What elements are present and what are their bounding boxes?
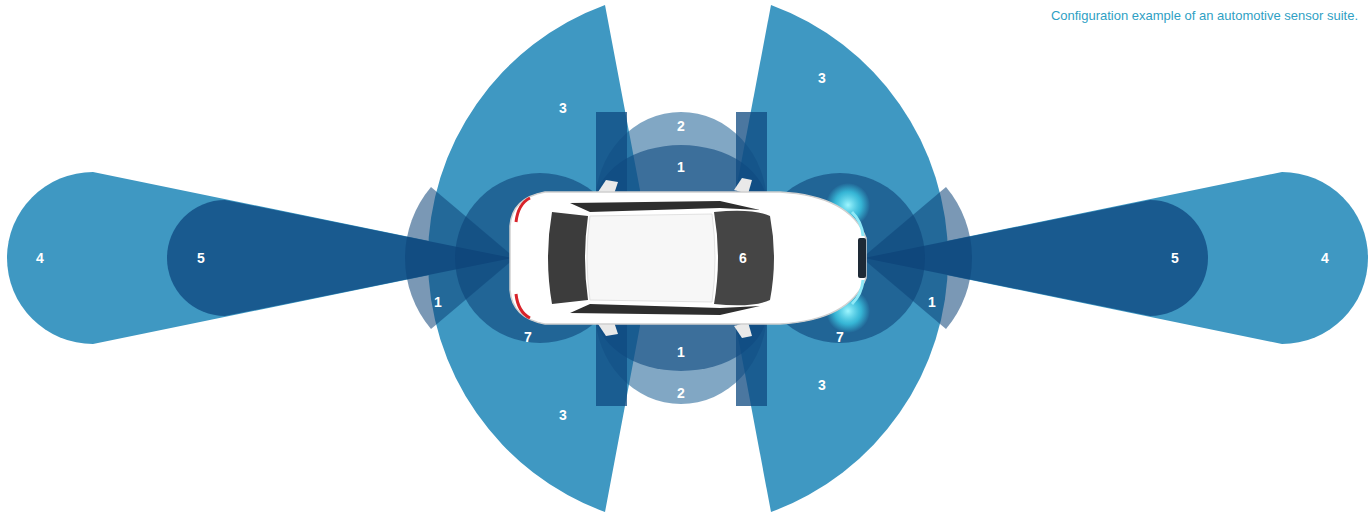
callout-number: 3	[559, 408, 567, 422]
side-sensor-beam	[736, 324, 767, 406]
callout-number: 1	[677, 160, 685, 174]
callout-number: 3	[559, 101, 567, 115]
callout-number: 3	[818, 378, 826, 392]
callout-number: 7	[836, 330, 844, 344]
callout-number: 2	[677, 119, 685, 133]
callout-number: 1	[434, 295, 442, 309]
callout-number: 4	[36, 251, 44, 265]
callout-number: 5	[197, 251, 205, 265]
sensor-zone-1	[862, 187, 972, 329]
callout-number: 2	[677, 386, 685, 400]
callout-number: 1	[677, 345, 685, 359]
callout-number: 3	[818, 71, 826, 85]
callout-number: 5	[1171, 251, 1179, 265]
caption: Configuration example of an automotive s…	[1051, 8, 1358, 23]
sensor-zone-1	[405, 187, 515, 329]
callout-number: 7	[524, 330, 532, 344]
side-sensor-beam	[596, 112, 627, 192]
callout-number: 1	[928, 295, 936, 309]
callout-number: 6	[739, 251, 747, 265]
car	[510, 178, 870, 338]
callout-number: 4	[1321, 251, 1329, 265]
side-sensor-beam	[596, 324, 627, 406]
